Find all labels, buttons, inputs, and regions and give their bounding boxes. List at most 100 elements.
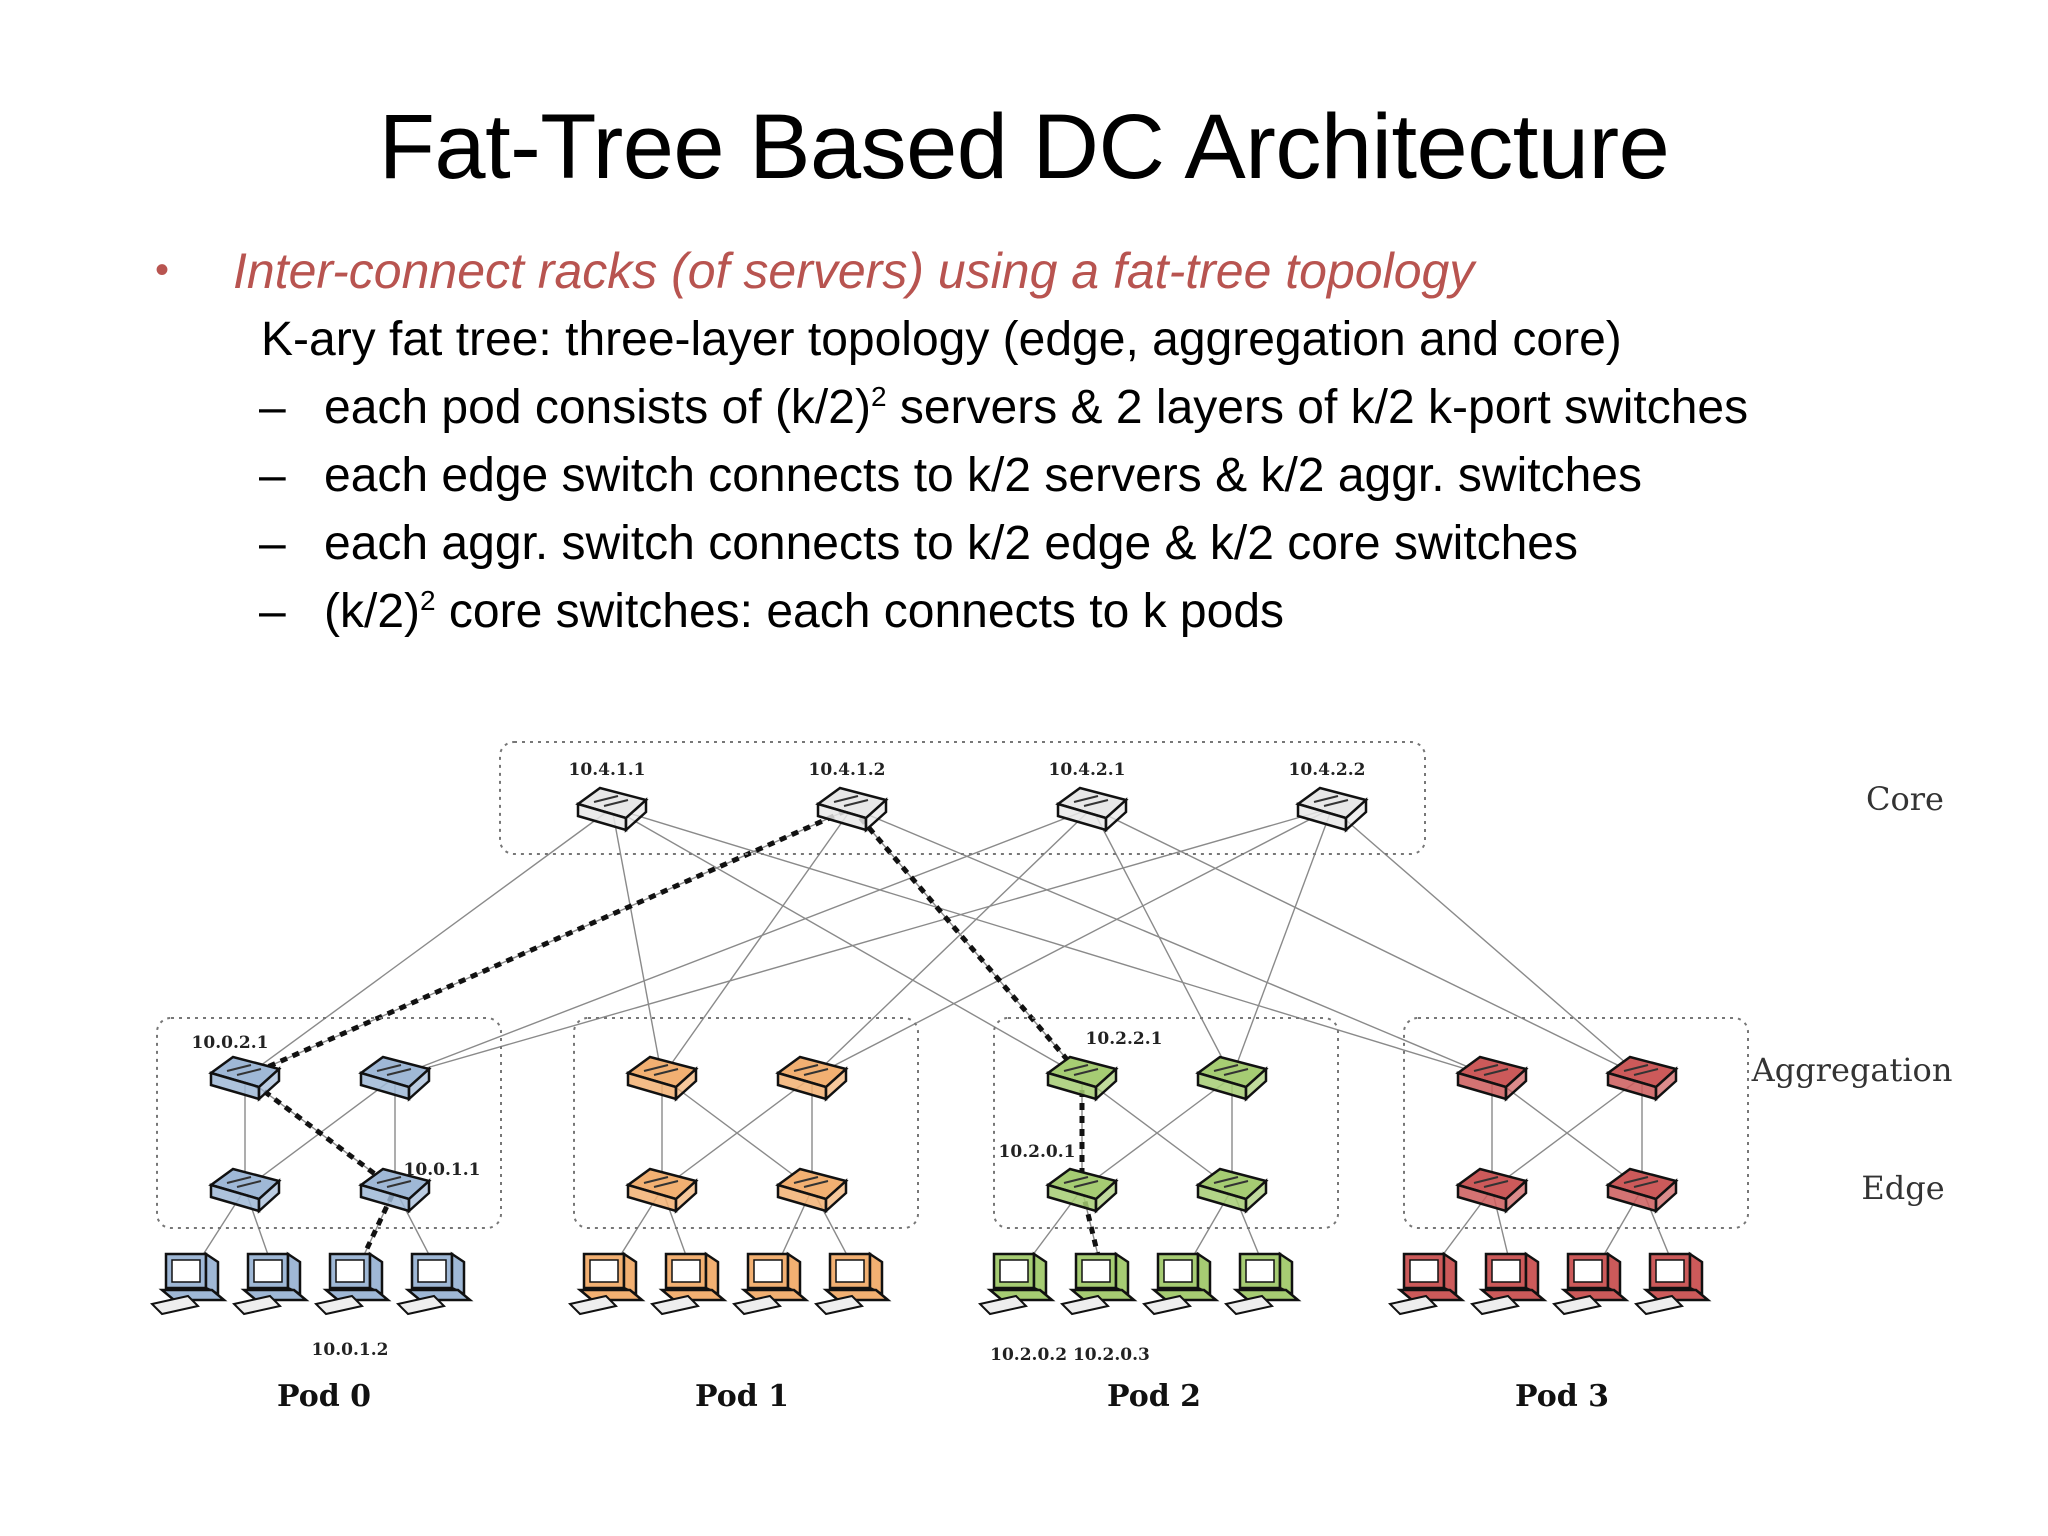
dash-marker: – (259, 381, 286, 434)
dash-marker: – (259, 449, 286, 502)
network-link (1091, 807, 1233, 1078)
sub-item-text: (k/2) (324, 585, 420, 638)
aggregation-switch (1195, 1055, 1269, 1102)
server-host (814, 1251, 892, 1316)
edge-switch (1195, 1167, 1269, 1214)
dash-marker: – (259, 517, 286, 570)
core-switch-label: 10.4.2.2 (1289, 760, 1366, 780)
server-host (396, 1251, 474, 1316)
network-link (811, 807, 1093, 1078)
edge-switch (208, 1167, 282, 1214)
aggregation-switch (1605, 1055, 1679, 1102)
network-link (611, 807, 663, 1078)
network-link (661, 1076, 813, 1190)
server-host (1470, 1251, 1548, 1316)
aggregation-switch (1455, 1055, 1529, 1102)
pod-box (993, 1017, 1339, 1229)
aggregation-switch (1045, 1055, 1119, 1102)
edge-switch (775, 1167, 849, 1214)
network-link (394, 807, 1333, 1078)
core-switch-label: 10.4.1.2 (809, 760, 886, 780)
server-host (1552, 1251, 1630, 1316)
edge-switch-label: 10.0.1.1 (404, 1160, 481, 1180)
server-host (232, 1251, 310, 1316)
network-link (244, 807, 613, 1078)
edge-switch (1605, 1167, 1679, 1214)
network-link (1091, 807, 1643, 1078)
aggregation-layer-label: Aggregation (1751, 1051, 1953, 1089)
sub-item: each pod consists of (k/2)2 servers & 2 … (324, 380, 1748, 435)
dash-marker: – (259, 585, 286, 638)
server-host (1634, 1251, 1712, 1316)
pod-box (1403, 1017, 1749, 1229)
bullet-intro: K-ary fat tree: three-layer topology (ed… (261, 313, 1622, 366)
sub-item: (k/2)2 core switches: each connects to k… (324, 584, 1284, 639)
superscript: 2 (420, 585, 436, 616)
slide-title: Fat-Tree Based DC Architecture (378, 96, 1670, 198)
network-link (611, 807, 1493, 1078)
core-switch-label: 10.4.2.1 (1049, 760, 1126, 780)
server-host (1060, 1251, 1138, 1316)
pod-label: Pod 3 (1515, 1379, 1609, 1414)
server-host (978, 1251, 1056, 1316)
network-link (851, 807, 1493, 1078)
network-link (1231, 807, 1333, 1078)
server-host (1388, 1251, 1466, 1316)
sub-item: each edge switch connects to k/2 servers… (324, 448, 1642, 503)
pod-label: Pod 0 (277, 1379, 371, 1414)
sub-item-text: each pod consists of (k/2) (324, 381, 871, 434)
superscript: 2 (870, 381, 887, 412)
edge-switch (1045, 1167, 1119, 1214)
network-link (1491, 1076, 1643, 1190)
core-switch (575, 786, 649, 833)
network-link (394, 807, 1093, 1078)
server-host (1142, 1251, 1220, 1316)
pod-label: Pod 2 (1107, 1379, 1201, 1414)
server-host (568, 1251, 646, 1316)
core-switch (815, 786, 889, 833)
sub-item-text: servers & 2 layers of k/2 k-port switche… (886, 381, 1749, 434)
sub-item-text: each aggr. switch connects to k/2 edge &… (324, 517, 1578, 570)
edge-layer-label: Edge (1861, 1169, 1944, 1207)
network-link (661, 807, 853, 1078)
edge-switch (1455, 1167, 1529, 1214)
edge-switch-label: 10.2.0.1 (999, 1142, 1076, 1162)
pod-label: Pod 1 (695, 1379, 789, 1414)
aggregation-switch (358, 1055, 432, 1102)
host-label: 10.0.1.2 (312, 1340, 389, 1360)
pod-box (573, 1017, 919, 1229)
network-link (611, 807, 1083, 1078)
pod-boxes-layer (156, 741, 1749, 1229)
host-label: 10.2.0.2 10.2.0.3 (990, 1345, 1150, 1365)
aggr-switch-label: 10.2.2.1 (1086, 1029, 1163, 1049)
server-host (650, 1251, 728, 1316)
aggregation-switch (625, 1055, 699, 1102)
core-group-box (499, 741, 1426, 855)
aggregation-switch (208, 1055, 282, 1102)
highlighted-path-segment (850, 806, 1084, 1079)
sub-item: each aggr. switch connects to k/2 edge &… (324, 516, 1578, 571)
bullet-lead: Inter-connect racks (of servers) using a… (233, 243, 1475, 299)
core-switch-label: 10.4.1.1 (569, 760, 646, 780)
pod-box (156, 1017, 502, 1229)
nodes-layer (150, 786, 1712, 1316)
server-host (150, 1251, 228, 1316)
network-link (1331, 807, 1643, 1078)
server-host (1224, 1251, 1302, 1316)
labels-layer: Core Aggregation Edge 10.4.1.1 10.4.1.2 … (192, 760, 1953, 1414)
server-host (314, 1251, 392, 1316)
core-switch (1055, 786, 1129, 833)
highlighted-path-segment (243, 1074, 397, 1192)
highlighted-path-segment (243, 805, 854, 1080)
core-switch (1295, 786, 1369, 833)
edge-switch (358, 1167, 432, 1214)
network-link (1081, 1076, 1233, 1190)
sub-item-text: core switches: each connects to k pods (435, 585, 1285, 638)
aggregation-switch (775, 1055, 849, 1102)
core-layer-label: Core (1866, 780, 1944, 818)
network-link (811, 807, 1333, 1078)
sub-item-text: each edge switch connects to k/2 servers… (324, 449, 1642, 502)
edge-switch (625, 1167, 699, 1214)
aggr-switch-label: 10.0.2.1 (192, 1033, 269, 1053)
